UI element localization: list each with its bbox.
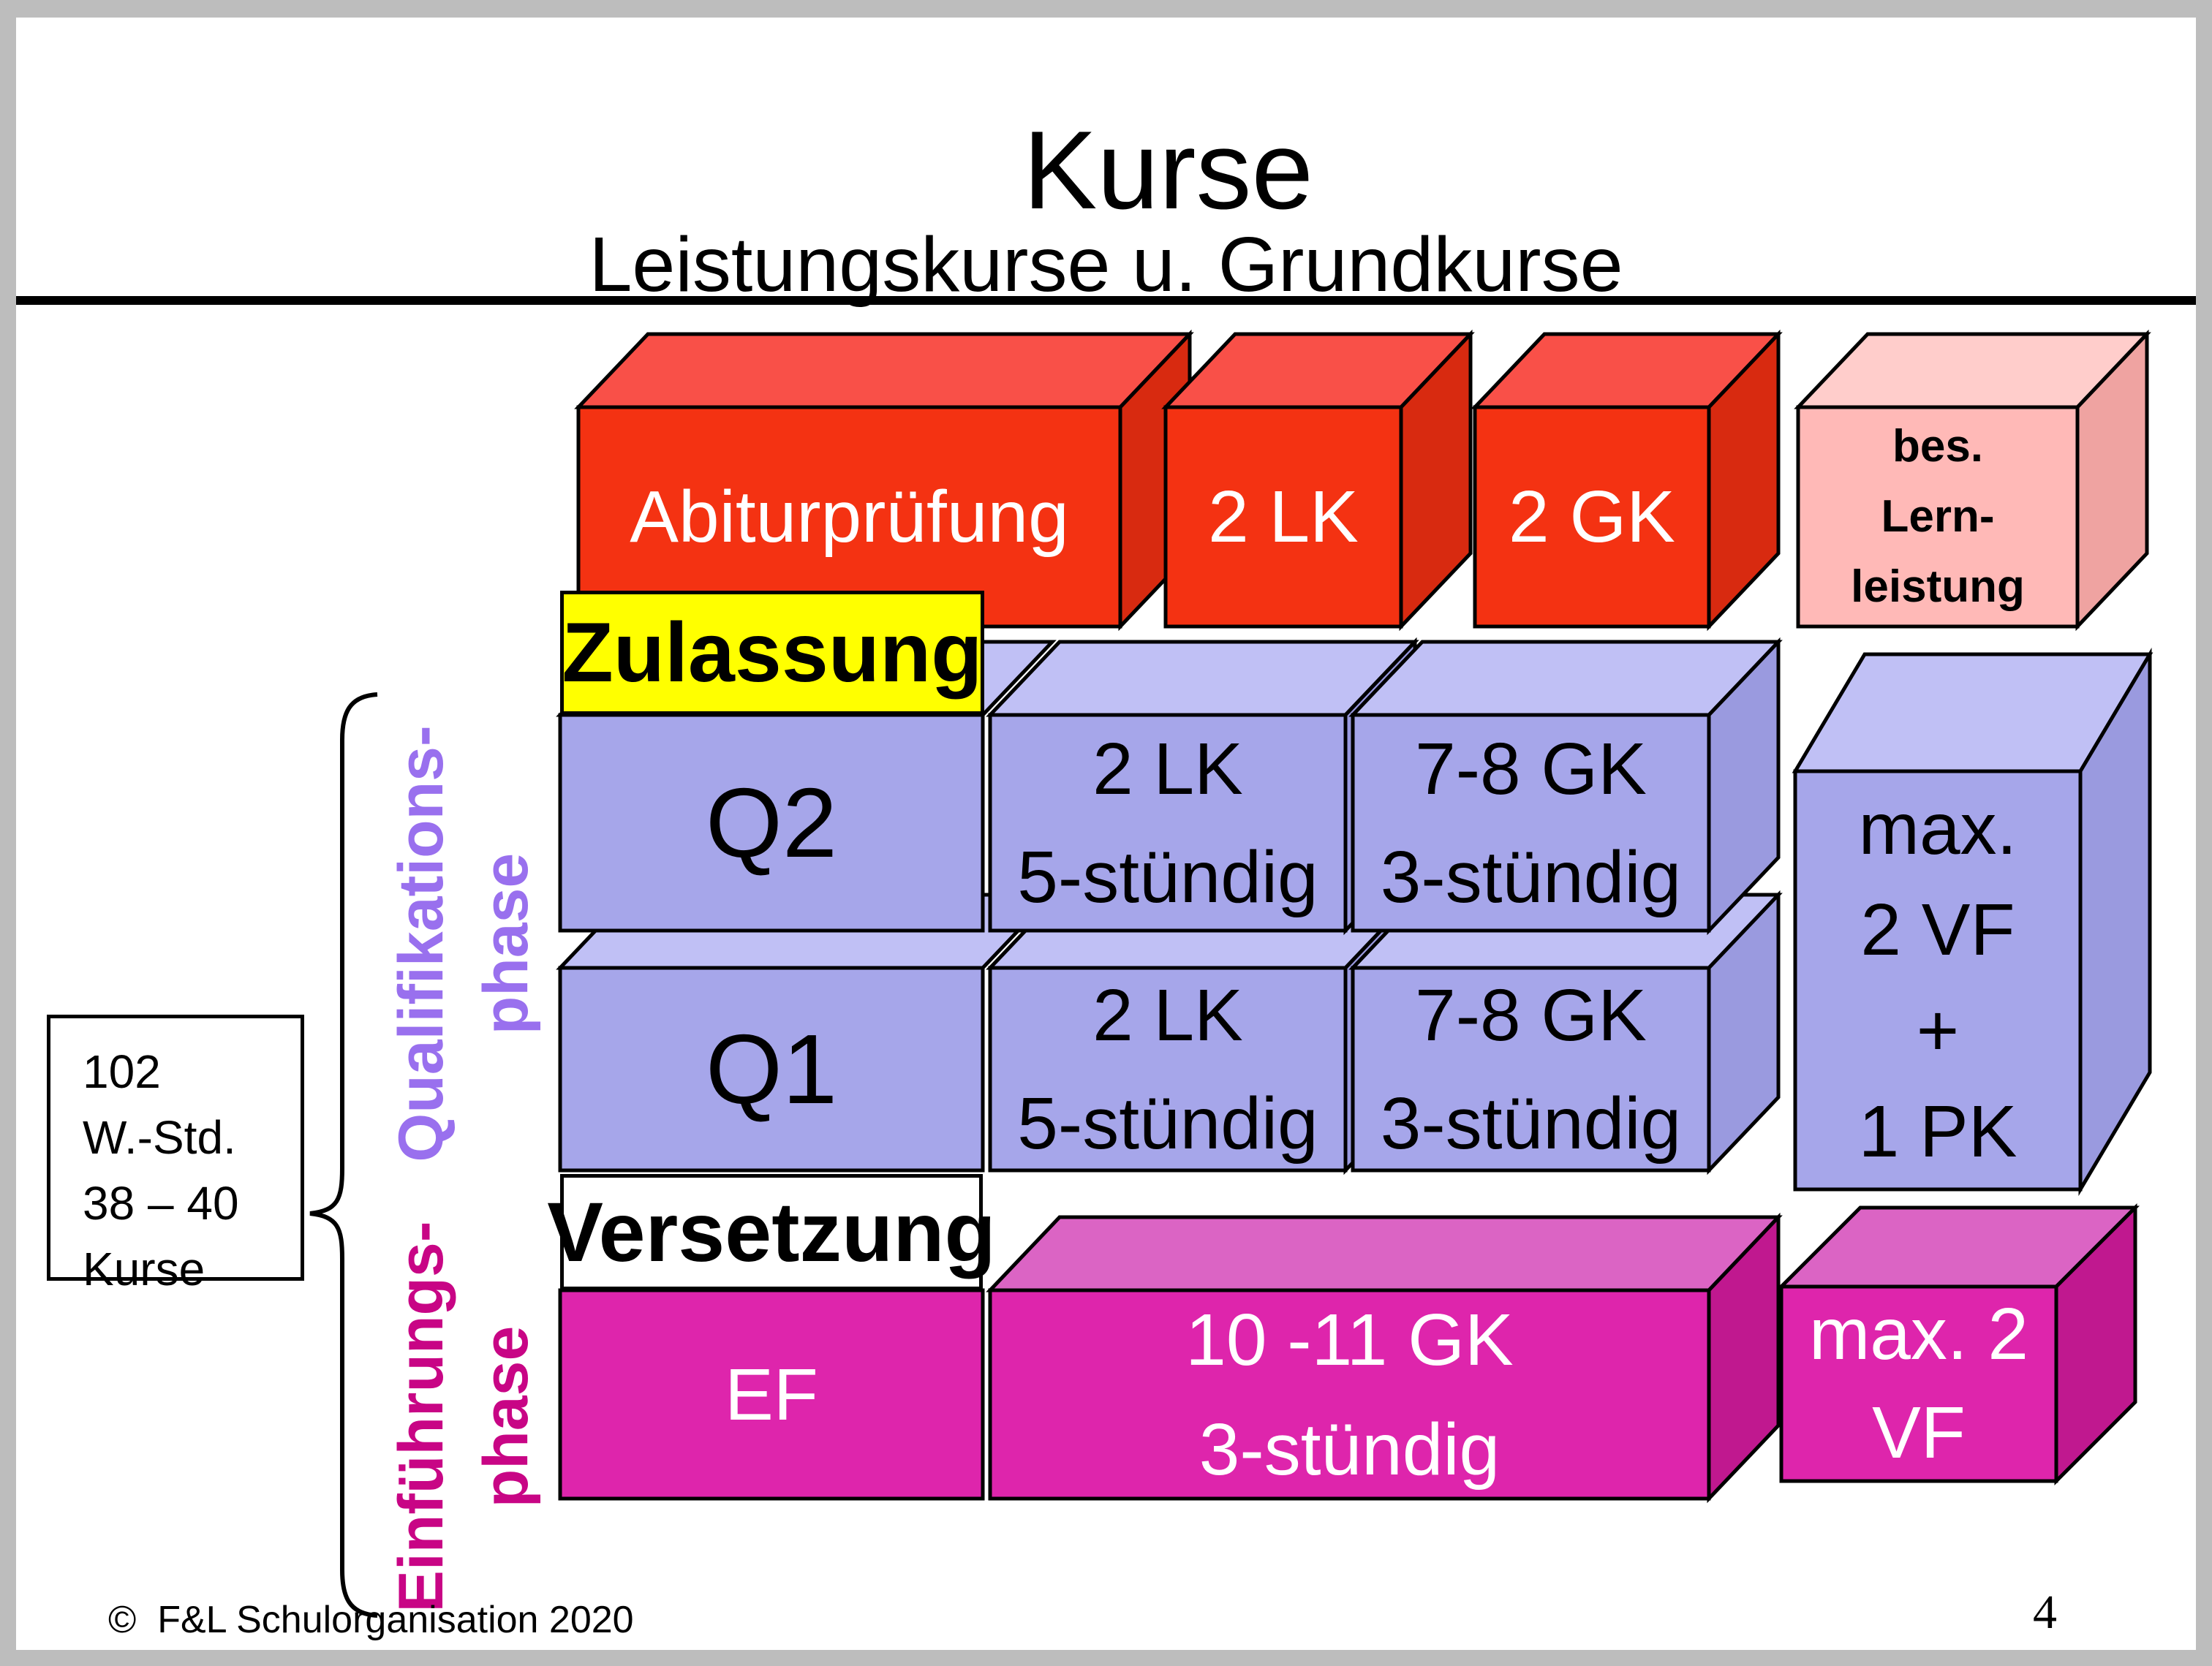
q1-gk-box-label: 7-8 GK 3-stündig <box>1380 974 1682 1165</box>
gk2-box-shape <box>1471 329 1783 632</box>
copyright-text: © F&L Schulorganisation 2020 <box>108 1599 634 1641</box>
vf-pk-box-label: max. 2 VF + 1 PK <box>1858 788 2017 1173</box>
zulassung-box: Zulassung <box>560 591 984 715</box>
bes-lernleistung-box-label: bes. Lern- leistung <box>1851 421 2025 612</box>
frame-right <box>2196 0 2212 1666</box>
ef-box-label: EF <box>725 1353 818 1436</box>
versetzung-box-label: Versetzung <box>547 1185 996 1279</box>
page-number: 4 <box>2033 1586 2057 1639</box>
frame-left <box>0 0 16 1666</box>
vf-pk-box-shape <box>1792 647 2154 1197</box>
abitur-box-shape <box>574 329 1194 632</box>
gk2-box-label: 2 GK <box>1509 475 1675 558</box>
frame-bottom <box>0 1650 2212 1666</box>
lk2-box-label: 2 LK <box>1208 475 1359 558</box>
q2-box-label: Q2 <box>705 768 838 878</box>
q2-gk-box-shape <box>1348 637 1783 936</box>
qualifikationsphase-label: Qualifikations- phase <box>386 725 541 1162</box>
versetzung-box: Versetzung <box>547 1174 996 1290</box>
q1-lk-box-label: 2 LK 5-stündig <box>1017 974 1318 1165</box>
weekly-hours-text: 102 W.-Std. 38 – 40 Kurse <box>83 1045 239 1295</box>
ef-box-shape <box>558 1288 985 1501</box>
frame-top <box>0 0 2212 18</box>
zulassung-box-label: Zulassung <box>562 606 983 700</box>
ef-gk-box-shape <box>986 1212 1783 1504</box>
lk2-box-shape <box>1161 329 1475 632</box>
bes-lernleistung-box-shape <box>1794 329 2151 632</box>
einfuehrungsphase-label: Einführungs- phase <box>386 1221 541 1613</box>
ef-vf-box-shape <box>1776 1203 2140 1486</box>
slide-title: Kurse <box>1022 107 1314 232</box>
phase-brace <box>309 692 378 1618</box>
slide-subtitle: Leistungskurse u. Grundkurse <box>589 221 1623 308</box>
abitur-box-label: Abiturprüfung <box>630 475 1069 558</box>
q2-lk-box-label: 2 LK 5-stündig <box>1017 727 1318 918</box>
q1-box-label: Q1 <box>705 1014 838 1124</box>
weekly-hours-box: 102 W.-Std. 38 – 40 Kurse <box>47 1015 304 1295</box>
ef-vf-box-label: max. 2 VF <box>1808 1293 2029 1474</box>
q2-gk-box-label: 7-8 GK 3-stündig <box>1380 727 1682 918</box>
ef-gk-box-label: 10 -11 GK 3-stündig <box>1185 1298 1514 1491</box>
title-divider-line <box>7 296 2205 305</box>
